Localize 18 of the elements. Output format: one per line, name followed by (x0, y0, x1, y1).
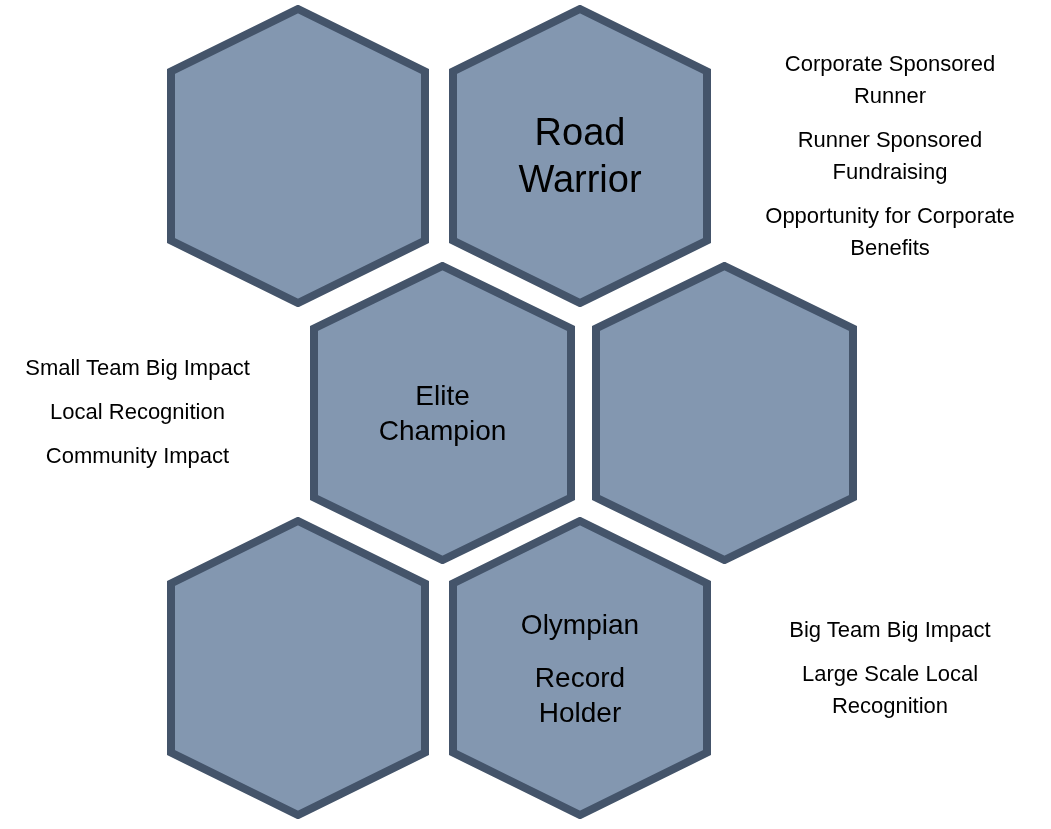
side-note: Opportunity for Corporate Benefits (764, 202, 1016, 262)
hexagon-tile (592, 262, 857, 564)
side-note: Community Impact (45, 442, 230, 470)
side-note: Big Team Big Impact (789, 616, 991, 644)
hexagon-tile (449, 517, 711, 819)
side-note: Runner Sponsored Fundraising (796, 126, 984, 186)
side-note: Corporate Sponsored Runner (783, 50, 997, 110)
tile-title: Olympian (520, 607, 640, 642)
hexagon-tile (167, 517, 429, 819)
side-note: Local Recognition (50, 398, 225, 426)
side-note: Large Scale Local Recognition (800, 660, 980, 720)
tile-title: Road Warrior (517, 109, 643, 202)
hexagon-tile (310, 262, 575, 564)
tile-subtitle: Record Holder (533, 660, 627, 730)
hexagon-tile (449, 5, 711, 307)
hexagon-tile (167, 5, 429, 307)
side-note: Small Team Big Impact (25, 354, 250, 382)
tile-title: Elite Champion (377, 379, 508, 448)
